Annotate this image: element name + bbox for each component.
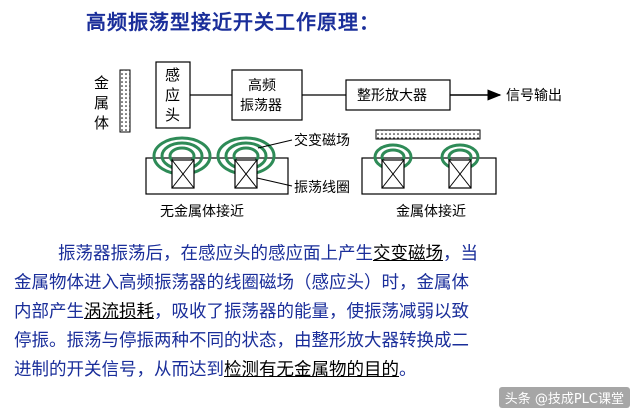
oscillator-label: 高频 <box>248 77 276 94</box>
explanation-paragraph: 振荡器振荡后，在感应头的感应面上产生交变磁场，当 金属物体进入高频振荡器的线圈磁… <box>14 240 626 385</box>
metal-label: 金 <box>94 74 109 92</box>
metal-plate <box>119 69 131 133</box>
sensor-label: 感 <box>165 66 180 84</box>
highlight-ac-field: 交变磁场 <box>373 244 443 264</box>
paragraph-line: 内部产生涡流损耗，吸收了振荡器的能量，使振荡减弱以致 <box>14 302 469 322</box>
metal-label: 体 <box>94 114 109 132</box>
metal-plate-top <box>375 129 481 140</box>
highlight-purpose: 检测有无金属物的目的 <box>224 360 399 380</box>
coil-cross-box <box>171 159 195 189</box>
oscillator-label: 振荡器 <box>240 98 282 114</box>
watermark: 头条 @技成PLC课堂 <box>498 387 630 408</box>
sensor-label: 应 <box>165 86 180 104</box>
paragraph-line: 金属物体进入高频振荡器的线圈磁场（感应头）时，金属体 <box>14 273 469 293</box>
coil-cross-box <box>234 159 258 189</box>
coil-cross-box <box>448 159 472 189</box>
paragraph-line: 进制的开关信号，从而达到检测有无金属物的目的。 <box>14 360 417 380</box>
output-label: 信号输出 <box>506 88 562 104</box>
no-metal-caption: 无金属体接近 <box>160 203 244 220</box>
metal-label: 属 <box>94 94 109 112</box>
oscillator-box <box>231 69 303 121</box>
ac-field-label: 交变磁场 <box>294 132 350 149</box>
page-title: 高频振荡型接近开关工作原理： <box>86 10 380 34</box>
amplifier-label: 整形放大器 <box>357 88 427 104</box>
paragraph-line: 停振。振荡与停振两种不同的状态，由整形放大器转换成二 <box>14 331 469 351</box>
coil-label: 振荡线圈 <box>294 180 350 196</box>
amplifier-box <box>345 79 451 111</box>
coil-cross-box <box>381 159 405 189</box>
sensor-label: 头 <box>165 106 180 124</box>
paragraph-line: 振荡器振荡后，在感应头的感应面上产生交变磁场，当 <box>58 244 478 264</box>
metal-caption: 金属体接近 <box>396 203 466 220</box>
highlight-eddy-loss: 涡流损耗 <box>84 302 154 322</box>
sensor-head-box <box>155 61 191 129</box>
working-principle-diagram: 金 属 体 感 应 头 高频 振荡器 整形放大器 信号输出 <box>94 61 562 220</box>
